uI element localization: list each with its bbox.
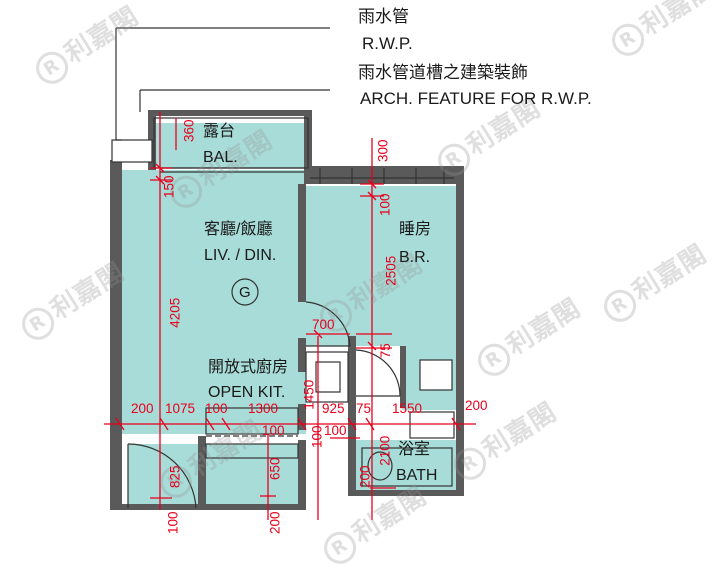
dim-700: 700 [312, 317, 335, 332]
bath-label-en: BATH [396, 467, 438, 484]
dim-200-left: 200 [131, 401, 154, 416]
dim-4205: 4205 [167, 297, 183, 328]
dimension-ticks [115, 163, 461, 431]
dim-150: 150 [161, 175, 177, 199]
bath-label-zh: 浴室 [398, 441, 431, 458]
balcony-label-en: BAL. [203, 149, 238, 166]
dim-100-bedroom: 100 [377, 193, 393, 217]
dim-825: 825 [167, 465, 183, 489]
dim-100-d: 100 [324, 423, 347, 438]
linework [111, 27, 455, 509]
dim-1550: 1550 [392, 401, 423, 416]
floor-areas [122, 123, 458, 510]
living-label-en: LIV. / DIN. [204, 247, 277, 264]
dim-650: 650 [267, 457, 283, 481]
arch-note-zh: 雨水管道槽之建築裝飾 [358, 63, 528, 82]
dim-200-right: 200 [465, 398, 488, 413]
dim-360: 360 [181, 119, 197, 143]
dim-300: 300 [375, 139, 391, 163]
dim-925: 925 [322, 401, 345, 416]
dim-2100: 2100 [377, 435, 393, 466]
arch-note-en: ARCH. FEATURE FOR R.W.P. [360, 89, 592, 108]
dim-100-b: 100 [262, 423, 285, 438]
dim-200-bottom: 200 [267, 511, 283, 535]
living-label-zh: 客廳/飯廳 [204, 221, 273, 238]
dim-100-a: 100 [205, 401, 228, 416]
floor-plan [104, 27, 476, 520]
dimension-lines [104, 112, 476, 520]
kitchen-label-en: OPEN KIT. [208, 384, 286, 401]
dim-1450: 1450 [301, 379, 317, 410]
dim-1075: 1075 [165, 401, 196, 416]
bedroom-label-zh: 睡房 [399, 221, 432, 238]
dim-100-bottom: 100 [165, 511, 181, 535]
dim-100-c: 100 [309, 425, 325, 449]
dim-200-bath: 200 [357, 465, 373, 489]
dim-1300: 1300 [248, 401, 279, 416]
gas-mark: G [239, 284, 251, 301]
dim-75-horizontal: 75 [356, 401, 372, 416]
rwp-note-en: R.W.P. [362, 34, 413, 53]
dim-2505: 2505 [383, 255, 399, 286]
dim-75-vertical: 75 [377, 343, 393, 359]
bedroom-label-en: B.R. [399, 249, 431, 266]
kitchen-label-zh: 開放式廚房 [208, 359, 289, 376]
rwp-note-zh: 雨水管 [358, 7, 409, 26]
balcony-label-zh: 露台 [203, 123, 236, 140]
